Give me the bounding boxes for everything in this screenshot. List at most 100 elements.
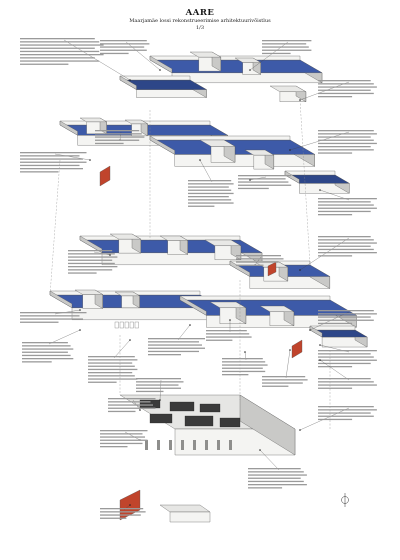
annotation-callout	[95, 130, 145, 145]
second-floor-main-slab-back-wall	[149, 135, 291, 141]
annotation-text-placeholder	[222, 370, 266, 373]
annotation-text-placeholder	[188, 202, 234, 204]
annotation-text-placeholder	[88, 368, 138, 371]
annotation-text-placeholder	[318, 214, 353, 216]
annotation-dot	[319, 189, 321, 191]
annotation-text-placeholder	[206, 336, 252, 338]
annotation-leader	[159, 379, 162, 401]
annotation-text-placeholder	[136, 384, 179, 386]
annotation-dot	[229, 319, 231, 321]
annotation-text-placeholder	[22, 351, 68, 353]
annotation-text-placeholder	[100, 40, 147, 42]
annotation-text-placeholder	[20, 171, 59, 173]
annotation-text-placeholder	[318, 89, 371, 91]
annotation-callout	[206, 319, 252, 341]
annotation-callout	[100, 40, 161, 71]
annotation-text-placeholder	[100, 433, 143, 435]
annotation-text-placeholder	[318, 387, 353, 389]
annotation-dot	[129, 339, 131, 341]
annotation-text-placeholder	[318, 366, 353, 368]
level-ground-floor	[49, 289, 368, 359]
annotation-text-placeholder	[68, 250, 113, 252]
second-floor-main-slab-left-wall	[149, 135, 175, 155]
annotation-callout	[289, 130, 377, 154]
annotation-text-placeholder	[100, 511, 146, 513]
first-floor-east-slab-left-wall	[229, 260, 250, 277]
basement-dark-room	[219, 417, 241, 428]
annotation-text-placeholder	[88, 375, 135, 377]
annotation-text-placeholder	[20, 60, 100, 62]
annotation-dot	[259, 449, 261, 451]
annotation-text-placeholder	[318, 350, 377, 352]
annotation-dot	[289, 349, 291, 351]
wc-cubicle	[124, 321, 129, 329]
annotation-text-placeholder	[68, 253, 115, 255]
annotation-text-placeholder	[318, 356, 374, 358]
annotation-text-placeholder	[100, 514, 141, 516]
annotation-text-placeholder	[100, 436, 145, 438]
annotation-text-placeholder	[88, 372, 133, 374]
annotation-text-placeholder	[88, 365, 135, 367]
annotation-dot	[199, 159, 201, 161]
annotation-text-placeholder	[222, 364, 268, 366]
annotation-text-placeholder	[88, 362, 133, 364]
annotation-dot	[249, 179, 251, 181]
annotation-text-placeholder	[318, 204, 374, 206]
annotation-text-placeholder	[68, 266, 118, 268]
second-floor-east-wing-back-wall	[284, 170, 336, 176]
annotation-callout	[68, 250, 118, 274]
annotation-callout	[20, 152, 91, 173]
annotation-text-placeholder	[188, 180, 232, 182]
annotation-dot	[159, 399, 161, 401]
basement-dark-room	[184, 415, 214, 427]
top-floor-tower-top	[269, 85, 307, 92]
annotation-text-placeholder	[222, 361, 266, 363]
annotation-text-placeholder	[68, 259, 113, 261]
annotation-text-placeholder	[20, 161, 87, 163]
annotation-text-placeholder	[95, 130, 140, 132]
second-floor-room-a-top	[79, 117, 107, 123]
annotation-text-placeholder	[318, 136, 371, 138]
annotation-text-placeholder	[100, 49, 147, 51]
annotation-text-placeholder	[262, 379, 308, 381]
annotation-text-placeholder	[188, 199, 232, 201]
second-floor-hall-top	[199, 139, 236, 147]
projection-line	[49, 159, 61, 296]
annotation-text-placeholder	[318, 322, 353, 325]
annotation-text-placeholder	[68, 272, 97, 274]
annotation-text-placeholder	[95, 136, 145, 138]
annotation-leader	[309, 311, 350, 331]
annotation-text-placeholder	[262, 49, 312, 51]
annotation-text-placeholder	[100, 52, 129, 55]
red-stair-lower	[291, 339, 303, 359]
annotation-leader	[113, 339, 131, 359]
annotation-callout	[262, 349, 308, 387]
annotation-dot	[109, 254, 111, 256]
annotation-text-placeholder	[222, 374, 249, 376]
basement-annex-wall	[169, 511, 211, 523]
annotation-text-placeholder	[318, 248, 374, 251]
annotation-text-placeholder	[20, 318, 83, 320]
annotation-callout	[108, 398, 156, 413]
annotation-text-placeholder	[238, 178, 286, 180]
basement-pier	[181, 440, 184, 450]
annotation-text-placeholder	[318, 242, 377, 244]
annotation-text-placeholder	[262, 382, 303, 384]
annotation-dot	[89, 159, 91, 161]
annotation-text-placeholder	[95, 139, 140, 141]
annotation-text-placeholder	[95, 142, 124, 145]
annotation-text-placeholder	[248, 484, 307, 486]
level-second-floor	[59, 117, 350, 194]
annotation-text-placeholder	[100, 517, 127, 519]
annotation-dot	[319, 344, 321, 346]
wc-cubicle	[114, 321, 119, 329]
annotation-text-placeholder	[108, 410, 136, 413]
annotation-callout	[20, 38, 131, 81]
annotation-text-placeholder	[248, 480, 304, 483]
annotation-text-placeholder	[188, 183, 234, 185]
annotation-text-placeholder	[262, 376, 306, 378]
level-first-floor	[79, 233, 330, 289]
board-header: AARE Maarjamäe lossi rekonstrueerimise a…	[0, 8, 400, 32]
annotation-text-placeholder	[148, 354, 181, 356]
annotation-text-placeholder	[108, 398, 156, 400]
